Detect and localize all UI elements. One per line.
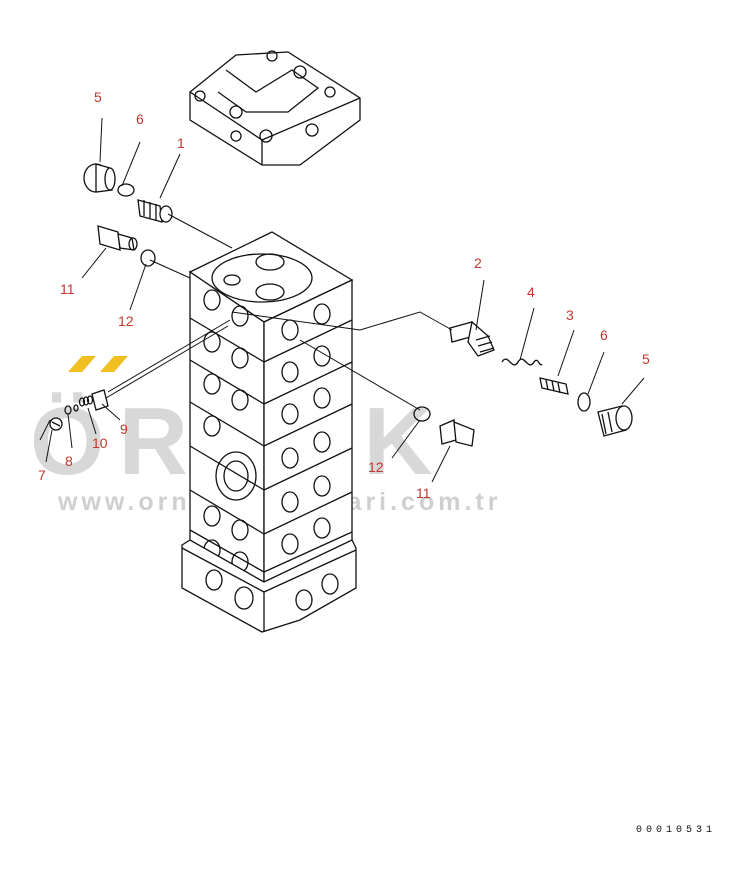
top-cover-plate xyxy=(189,50,361,166)
figure-number: 00010531 xyxy=(636,825,716,836)
o-ring-12-top xyxy=(140,249,156,267)
callout-12-right: 12 xyxy=(368,459,384,475)
valve-11-right xyxy=(439,419,475,447)
spring-4 xyxy=(501,358,543,366)
callout-labels: 5 6 1 11 12 2 4 3 6 5 9 10 8 7 12 11 xyxy=(38,89,650,501)
fitting-9 xyxy=(91,389,109,411)
plug-7 xyxy=(49,417,63,431)
poppet-3 xyxy=(539,377,569,395)
callout-11-top: 11 xyxy=(60,281,75,297)
callout-6-top: 6 xyxy=(136,111,144,127)
callout-2: 2 xyxy=(474,255,482,271)
callout-6-right: 6 xyxy=(600,327,608,343)
valve-11-top xyxy=(97,225,138,251)
callout-3: 3 xyxy=(566,307,574,323)
callout-5-top: 5 xyxy=(94,89,102,105)
watermark-accent-left xyxy=(68,356,96,372)
leader-lines xyxy=(39,117,645,483)
callout-12-top: 12 xyxy=(118,313,134,329)
o-ring-6-right xyxy=(577,392,591,412)
callout-10: 10 xyxy=(92,435,108,451)
watermark-accent-right xyxy=(100,356,128,372)
rings-10 xyxy=(78,395,94,407)
plug-5-top xyxy=(83,163,116,193)
fitting-1 xyxy=(137,199,173,223)
callout-4: 4 xyxy=(527,284,535,300)
callout-1: 1 xyxy=(177,135,185,151)
plug-5-right xyxy=(597,405,633,437)
o-ring-12-right xyxy=(413,406,431,422)
callout-8: 8 xyxy=(65,453,73,469)
valve-2 xyxy=(449,320,495,357)
o-ring-6-top xyxy=(117,183,135,197)
callout-5-right: 5 xyxy=(642,351,650,367)
callout-9: 9 xyxy=(120,421,128,437)
callout-11-right: 11 xyxy=(416,485,431,501)
valve-body xyxy=(181,231,357,633)
callout-7: 7 xyxy=(38,467,46,483)
